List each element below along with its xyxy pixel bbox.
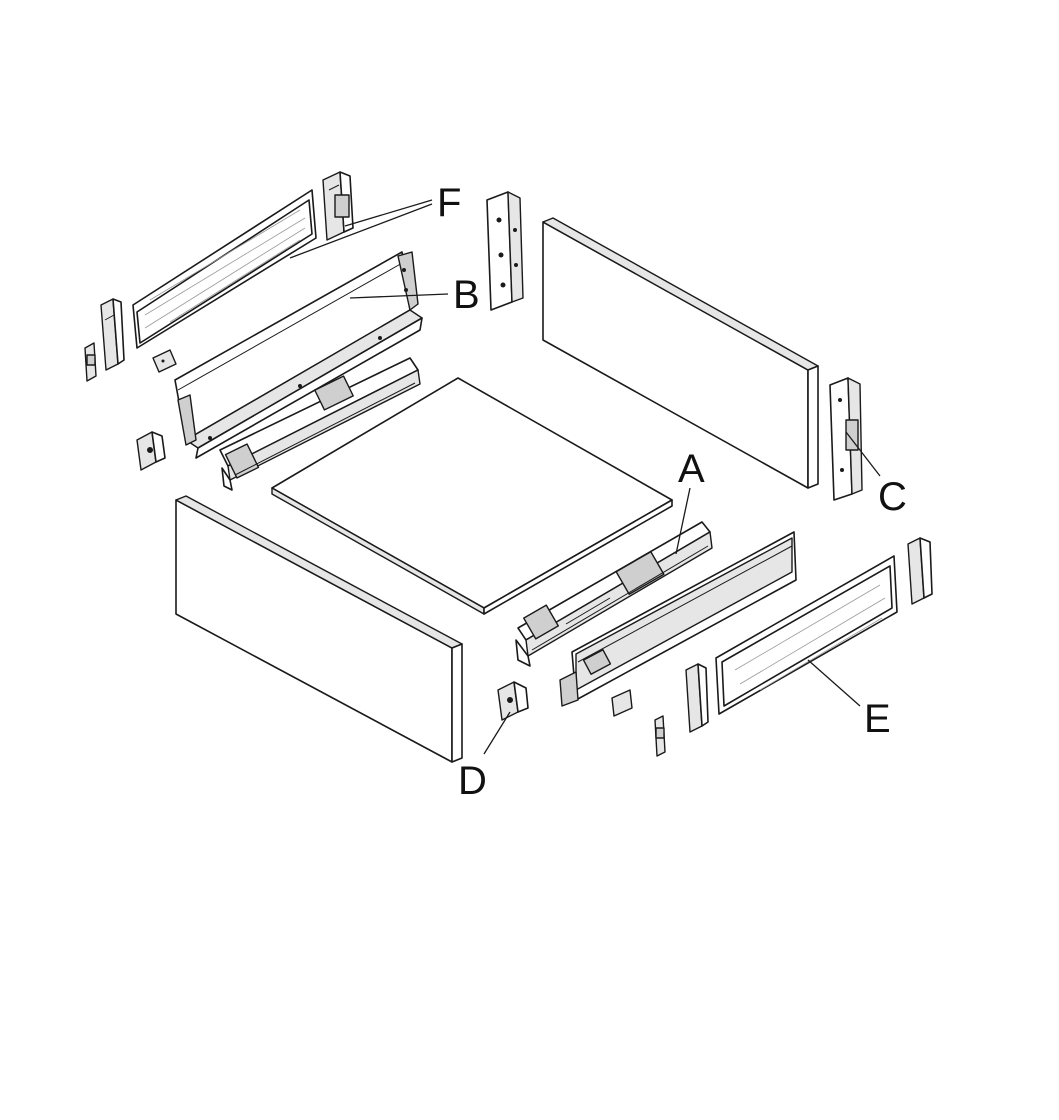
callout-b: B [453, 273, 480, 317]
left-drawer-side [174, 251, 423, 459]
small-clip-right [654, 715, 666, 757]
callout-d: D [458, 759, 487, 803]
front-locking-device-right [497, 681, 529, 721]
front-glass-panel [715, 555, 898, 715]
mounting-plate-right [611, 689, 633, 717]
mounting-plate-left [152, 349, 177, 373]
leader-f-1 [344, 199, 433, 227]
rear-fixing-bracket [486, 191, 524, 311]
rear-bracket-right [829, 377, 863, 501]
leader-f-2 [289, 203, 433, 259]
callout-a: A [678, 447, 705, 491]
front-locking-device-left [136, 431, 166, 471]
callout-e: E [864, 697, 891, 741]
drawer-bottom [271, 377, 673, 615]
glass-holder-bracket-front [907, 537, 933, 605]
leader-c [845, 431, 881, 477]
left-runner [219, 357, 421, 491]
upright-clip-right [685, 663, 709, 733]
callout-c: C [878, 475, 907, 519]
leader-a [675, 487, 691, 555]
upright-clip-left [100, 298, 125, 371]
rear-glass-panel [132, 189, 317, 349]
glass-holder-bracket-rear [322, 171, 354, 241]
back-panel [542, 217, 819, 489]
front-panel [175, 495, 463, 763]
callout-f: F [437, 181, 461, 225]
right-drawer-side [559, 531, 797, 707]
right-runner [515, 521, 713, 667]
small-clip-left [84, 342, 97, 382]
leader-b [349, 293, 449, 299]
leader-d [483, 711, 511, 755]
leader-lines [289, 199, 881, 755]
leader-e [807, 659, 861, 707]
